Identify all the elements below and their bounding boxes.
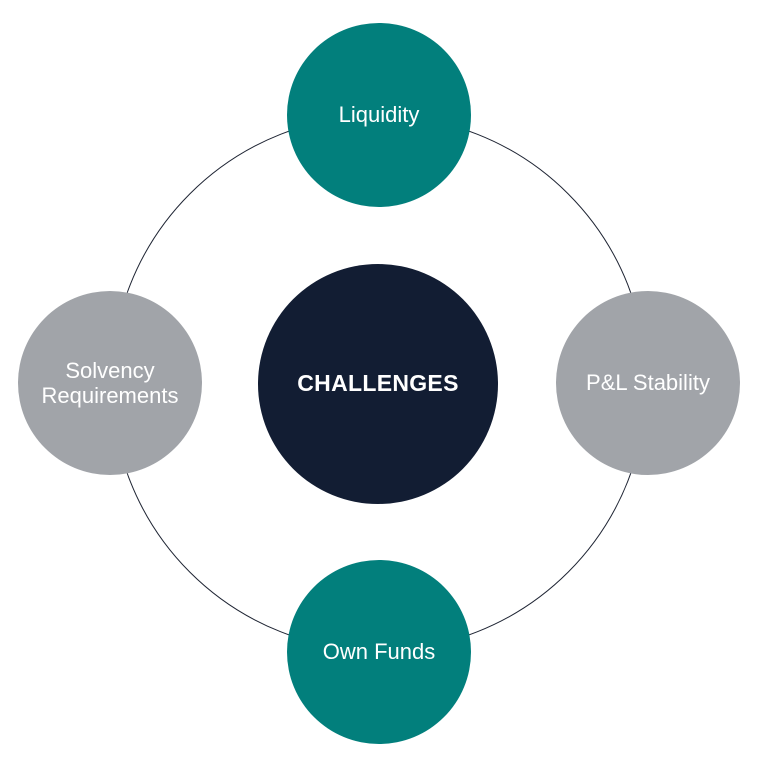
node-solvency-label-line2: Requirements: [41, 383, 179, 408]
node-own-funds-label: Own Funds: [322, 638, 436, 664]
center-node-challenges: CHALLENGES: [258, 264, 498, 504]
center-node-label: CHALLENGES: [297, 370, 459, 397]
node-liquidity: Liquidity: [287, 23, 471, 207]
node-liquidity-label: Liquidity: [338, 101, 420, 127]
node-solvency-requirements: Solvency Requirements: [18, 291, 202, 475]
node-pl-stability-label: P&L Stability: [586, 369, 710, 395]
node-own-funds: Own Funds: [287, 560, 471, 744]
node-solvency-requirements-label: Solvency Requirements: [42, 358, 179, 409]
node-pl-stability: P&L Stability: [556, 291, 740, 475]
node-solvency-label-line1: Solvency: [65, 357, 155, 383]
